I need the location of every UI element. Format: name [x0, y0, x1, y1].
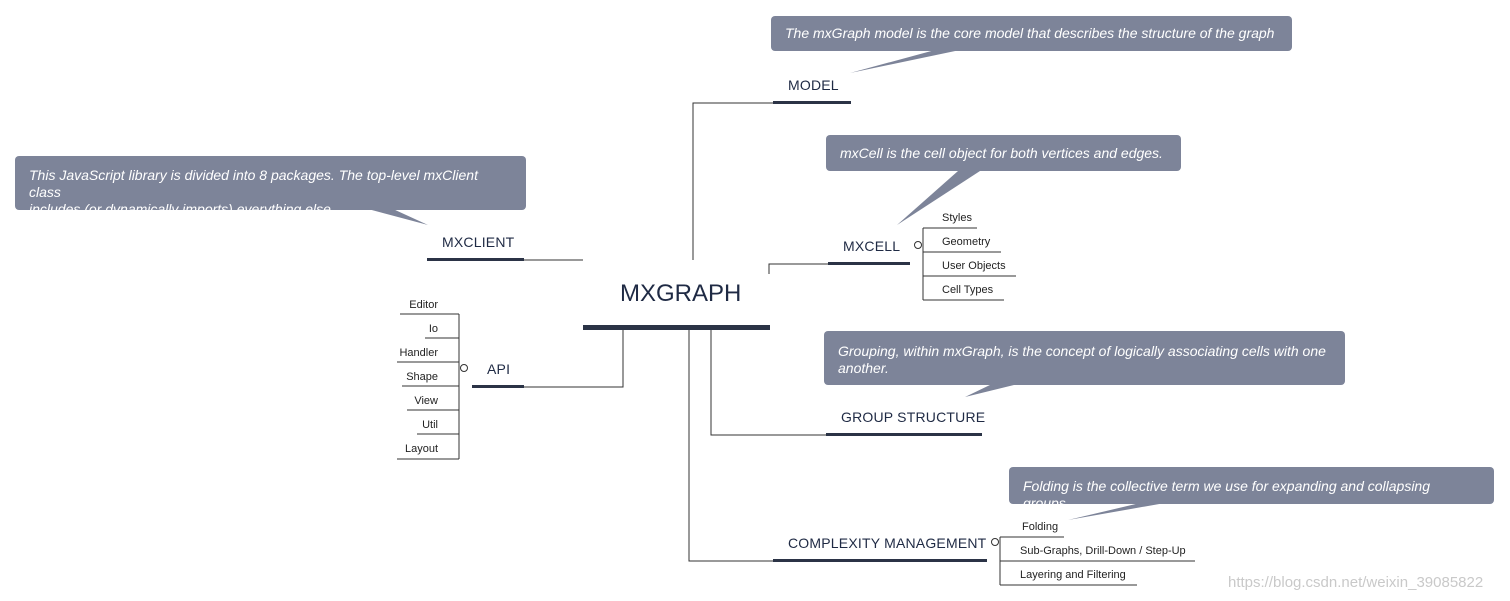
underline-mxclient — [427, 258, 524, 261]
underline-central — [583, 325, 770, 330]
api-child-shape[interactable]: Shape — [406, 371, 438, 383]
mxcell-child-geometry[interactable]: Geometry — [942, 236, 991, 248]
complexity-collapse-toggle[interactable] — [991, 538, 999, 546]
connector-complexity — [688, 328, 775, 562]
callout-pointer-group — [965, 384, 1018, 397]
callout-group-line1: Grouping, within mxGraph, is the concept… — [838, 343, 1326, 359]
mxcell-child-user-objects[interactable]: User Objects — [942, 260, 1006, 272]
api-child-util[interactable]: Util — [422, 419, 438, 431]
callout-pointer-folding — [1068, 503, 1165, 520]
callout-folding: Folding is the collective term we use fo… — [1009, 467, 1494, 511]
topic-complexity-management[interactable]: COMPLEXITY MANAGEMENT — [788, 535, 987, 551]
watermark-text: https://blog.csdn.net/weixin_39085822 — [1228, 574, 1484, 591]
complexity-child-layering[interactable]: Layering and Filtering — [1020, 569, 1126, 581]
callout-pointer-mxcell — [897, 171, 980, 225]
api-child-handler[interactable]: Handler — [399, 347, 438, 359]
topic-mxclient[interactable]: MXCLIENT — [442, 234, 515, 250]
topic-group-structure[interactable]: GROUP STRUCTURE — [841, 409, 986, 425]
api-child-editor[interactable]: Editor — [409, 299, 438, 311]
connector-mxcell — [768, 263, 830, 274]
mxcell-child-cell-types[interactable]: Cell Types — [942, 284, 994, 296]
api-child-view[interactable]: View — [414, 395, 438, 407]
callout-mxclient: This JavaScript library is divided into … — [15, 156, 526, 217]
underline-group — [826, 433, 982, 436]
callout-model: The mxGraph model is the core model that… — [771, 16, 1292, 51]
callout-mxclient-line2: includes (or dynamically imports) everyt… — [29, 201, 335, 217]
complexity-child-subgraphs[interactable]: Sub-Graphs, Drill-Down / Step-Up — [1020, 545, 1186, 557]
mxcell-child-styles[interactable]: Styles — [942, 212, 972, 224]
underline-mxcell — [828, 262, 910, 265]
callout-mxclient-line1: This JavaScript library is divided into … — [29, 167, 478, 200]
api-collapse-toggle[interactable] — [460, 364, 468, 372]
callout-group-structure: Grouping, within mxGraph, is the concept… — [824, 331, 1345, 385]
connector-api — [524, 328, 624, 388]
api-child-layout[interactable]: Layout — [404, 443, 438, 455]
callout-pointer-mxclient — [368, 209, 428, 225]
mxcell-collapse-toggle[interactable] — [914, 241, 922, 249]
underline-model — [773, 101, 851, 104]
central-topic[interactable]: MXGRAPH — [620, 280, 742, 307]
topic-mxcell[interactable]: MXCELL — [843, 238, 901, 254]
callout-mxcell-text: mxCell is the cell object for both verti… — [840, 145, 1163, 161]
topic-model[interactable]: MODEL — [788, 77, 839, 93]
topic-api[interactable]: API — [487, 361, 511, 377]
callout-model-text: The mxGraph model is the core model that… — [785, 25, 1275, 41]
callout-pointer-model — [850, 50, 960, 73]
callout-folding-text: Folding is the collective term we use fo… — [1023, 478, 1431, 511]
connector-group — [710, 328, 828, 436]
underline-complexity — [773, 559, 987, 562]
api-child-io[interactable]: Io — [428, 323, 438, 335]
connector-model — [692, 102, 775, 260]
callout-group-line2: another. — [838, 360, 889, 376]
complexity-child-folding[interactable]: Folding — [1022, 521, 1059, 533]
callout-mxcell: mxCell is the cell object for both verti… — [826, 135, 1181, 171]
underline-api — [472, 385, 524, 388]
